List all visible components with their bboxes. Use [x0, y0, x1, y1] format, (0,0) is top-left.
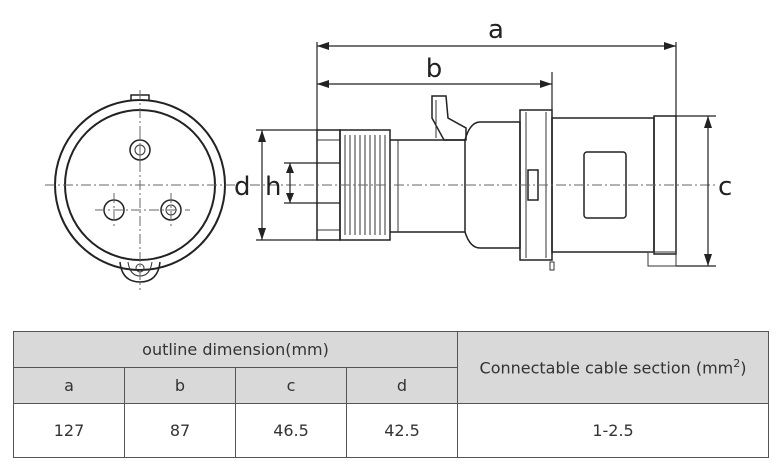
value-d: 42.5: [345, 403, 459, 458]
dimension-d: d: [234, 129, 317, 241]
value-b: 87: [124, 403, 236, 458]
cable-section-header: Connectable cable section (mm2): [457, 331, 770, 404]
dim-d-arrow-bottom: [258, 228, 266, 240]
dim-h-arrow-bottom: [286, 193, 294, 203]
side-view: [250, 95, 715, 271]
dim-label-a: a: [488, 15, 504, 45]
dimension-b: b: [317, 54, 553, 110]
column-header-d: d: [345, 367, 459, 404]
dim-a-arrow-left: [317, 42, 329, 50]
flange-foot: [549, 261, 555, 271]
dim-d-arrow-top: [258, 130, 266, 142]
column-header-a: a: [13, 367, 125, 404]
column-header-c: c: [235, 367, 347, 404]
cap-bottom-tab: [647, 251, 677, 267]
dim-b-arrow-right: [540, 80, 552, 88]
dim-a-arrow-right: [664, 42, 676, 50]
dim-label-c: c: [718, 172, 732, 202]
front-bottom-tab: [119, 261, 161, 283]
dim-label-h: h: [265, 172, 281, 202]
dimension-h: h: [265, 162, 340, 204]
cable-section-value: 1-2.5: [457, 403, 770, 458]
dimension-a: a: [316, 15, 677, 130]
dim-label-d: d: [234, 172, 251, 202]
retaining-clip: [431, 95, 467, 141]
plug-body: [390, 139, 466, 233]
dim-c-arrow-bottom: [704, 254, 712, 266]
front-view: [45, 90, 235, 290]
dimension-table: outline dimension(mm) Connectable cable …: [12, 331, 770, 458]
housing-sleeve: [551, 117, 655, 253]
value-c: 46.5: [235, 403, 347, 458]
cable-header-sup: 2: [733, 357, 741, 371]
value-a: 127: [13, 403, 125, 458]
dim-h-arrow-top: [286, 163, 294, 173]
column-header-b: b: [124, 367, 236, 404]
cable-header-prefix: Connectable cable section (mm: [479, 358, 734, 378]
dim-c-arrow-top: [704, 116, 712, 128]
outline-dimension-header: outline dimension(mm): [12, 331, 459, 368]
dimension-c: c: [676, 115, 732, 267]
plug-outline-drawing: a b c d h: [45, 15, 732, 290]
cable-header-suffix: ): [740, 358, 747, 378]
dim-label-b: b: [426, 54, 443, 84]
dim-b-arrow-left: [317, 80, 329, 88]
